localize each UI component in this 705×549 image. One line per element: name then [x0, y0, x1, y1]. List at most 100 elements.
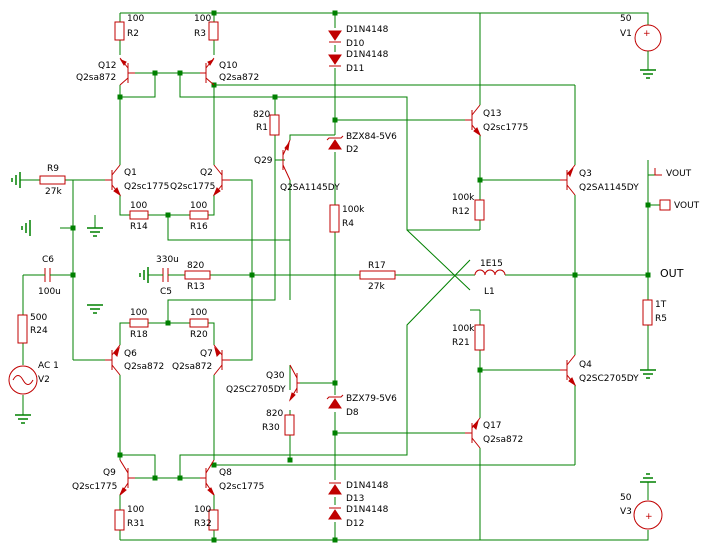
label-r14-value: 100 [130, 201, 147, 211]
label-q10-type: Q2sa872 [219, 73, 259, 83]
label-r9: R9 [47, 164, 59, 174]
resistor-r17 [359, 270, 396, 280]
label-r24: R24 [30, 326, 48, 336]
resistor-r2 [114, 21, 125, 41]
ground-r5 [640, 369, 656, 379]
diode-d13 [328, 482, 342, 495]
label-r32: R32 [194, 519, 212, 529]
label-q1: Q1 [124, 168, 137, 178]
ac-source-v2 [8, 365, 38, 395]
label-r24-value: 500 [30, 313, 47, 323]
wires [20, 12, 660, 541]
label-vout-2: VOUT [674, 201, 700, 211]
label-r1-value: 820 [253, 110, 270, 120]
label-r30: R30 [262, 423, 280, 433]
label-q7: Q7 [200, 349, 213, 359]
label-d10: D10 [346, 39, 365, 49]
resistor-r30 [284, 414, 295, 436]
label-r30-value: 820 [266, 409, 283, 419]
resistor-r5 [642, 299, 653, 326]
label-q3: Q3 [579, 169, 592, 179]
label-q1-type: Q2sc1775 [124, 182, 169, 192]
ground-lower [87, 304, 103, 314]
label-q4-type: Q2SC2705DY [579, 374, 639, 384]
label-d10-type: D1N4148 [346, 25, 389, 35]
label-v1: V1 [620, 29, 632, 39]
label-r5-value: 1T [655, 300, 667, 310]
label-r3: R3 [194, 29, 206, 39]
label-r12-value: 100k [452, 193, 475, 203]
inductor-l1 [474, 269, 506, 276]
label-r18: R18 [130, 330, 148, 340]
label-l1: L1 [484, 287, 495, 297]
transistor-q30 [288, 364, 300, 402]
label-vout-1: VOUT [666, 169, 692, 179]
ground-r9 [11, 172, 21, 188]
label-d11: D11 [346, 64, 364, 74]
label-q30-type: Q2SC2705DY [226, 385, 286, 395]
label-q29-type: Q2SA1145DY [280, 183, 340, 193]
transistor-q9 [119, 459, 135, 496]
sources: + + [8, 24, 663, 530]
label-d8: D8 [346, 408, 359, 418]
label-c6: C6 [42, 255, 54, 265]
label-d8-type: BZX79-5V6 [346, 394, 397, 404]
ground-v1 [640, 69, 656, 79]
label-r4: R4 [342, 219, 354, 229]
transistor-q2 [212, 164, 230, 197]
resistor-r9 [39, 175, 66, 185]
capacitors [40, 268, 175, 282]
transistor-q17 [465, 417, 481, 449]
label-q9: Q9 [103, 468, 116, 478]
transistor-q12 [119, 57, 135, 86]
label-r2-value: 100 [127, 14, 144, 24]
label-d13: D13 [346, 494, 364, 504]
label-v2-type: AC 1 [38, 361, 59, 371]
dc-source-v1: + [634, 24, 662, 70]
resistors [17, 21, 653, 531]
ground-mid [87, 215, 103, 237]
transistor-q1 [105, 164, 122, 197]
label-r31: R31 [127, 519, 145, 529]
dc-source-v3: + [633, 500, 663, 530]
label-r20-value: 100 [190, 308, 207, 318]
label-d13-type: D1N4148 [346, 481, 389, 491]
label-r21-value: 100k [452, 324, 475, 334]
label-out: OUT [660, 267, 684, 280]
transistor-q3 [560, 164, 576, 196]
probe-markers [654, 168, 671, 211]
resistor-r3 [208, 21, 219, 41]
resistor-r12 [474, 199, 485, 221]
transistor-q7 [213, 344, 230, 376]
label-q3-type: Q2SA1145DY [579, 183, 639, 193]
svg-text:+: + [645, 512, 653, 522]
label-r14: R14 [130, 222, 148, 232]
ground-v2 [15, 414, 31, 424]
label-c6-value: 100u [38, 287, 61, 297]
label-r13-value: 820 [187, 261, 204, 271]
label-r4-value: 100k [342, 205, 365, 215]
label-d12-type: D1N4148 [346, 505, 389, 515]
label-q12-type: Q2sa872 [76, 73, 116, 83]
zener-d2 [326, 135, 344, 150]
label-r21: R21 [452, 338, 470, 348]
label-c5-value: 330u [156, 255, 179, 265]
label-q2-type: Q2sc1775 [170, 182, 215, 192]
label-q6: Q6 [124, 349, 137, 359]
diodes [326, 30, 344, 520]
label-c5: C5 [160, 287, 172, 297]
label-r3-value: 100 [194, 14, 211, 24]
label-q17-type: Q2sa872 [483, 435, 523, 445]
label-q13-type: Q2sc1775 [483, 123, 528, 133]
label-r17: R17 [368, 261, 386, 271]
label-r16-value: 100 [190, 201, 207, 211]
label-r31-value: 100 [127, 505, 144, 515]
resistor-r20 [189, 318, 209, 328]
label-q6-type: Q2sa872 [124, 362, 164, 372]
ground-c5 [139, 267, 149, 283]
vout-flag-marker [654, 168, 662, 176]
label-r13: R13 [187, 282, 205, 292]
label-v3-value: 50 [620, 493, 632, 503]
